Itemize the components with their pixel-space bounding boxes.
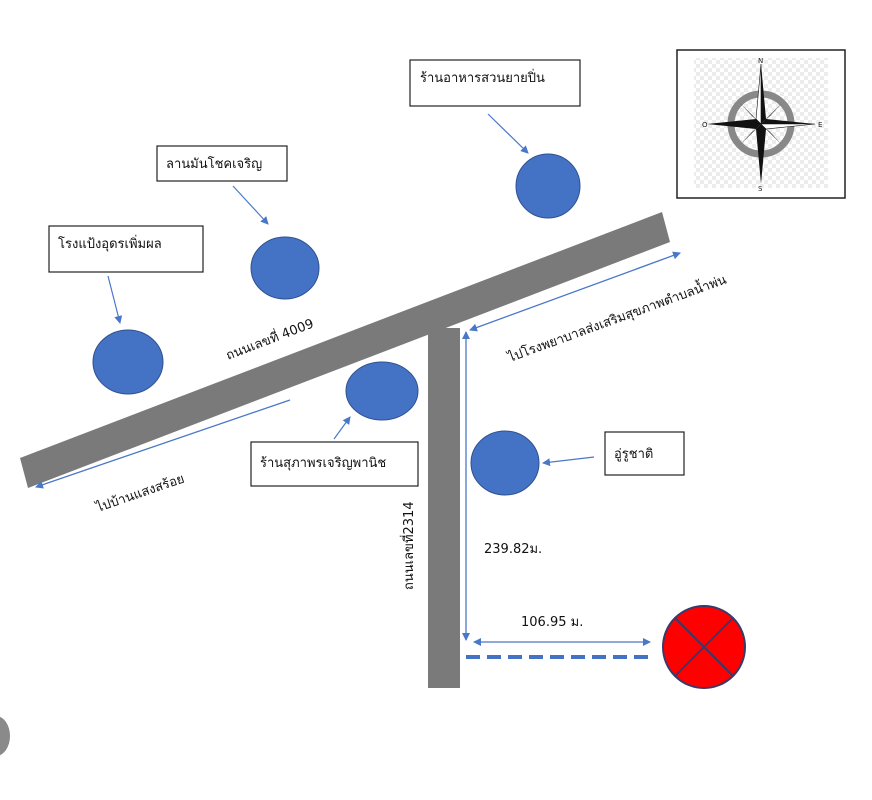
- place-label-restaurant: ร้านอาหารสวนยายปิ่น: [409, 59, 581, 107]
- corner-circle-button[interactable]: [0, 716, 10, 756]
- svg-text:โรงแป้งอุดรเพิ่มผล: โรงแป้งอุดรเพิ่มผล: [58, 235, 162, 252]
- svg-text:O: O: [702, 121, 708, 129]
- direction-west-label: ไปบ้านแสงสร้อย: [93, 471, 186, 516]
- place-label-cassava-yard: ลานมันโชคเจริญ: [156, 145, 288, 182]
- place-marker-garage: [470, 430, 540, 496]
- pointer-restaurant: [487, 113, 529, 154]
- place-marker-store: [345, 361, 419, 421]
- pointer-starch-factory: [107, 275, 123, 324]
- road-2314-label: ถนนเลขที่2314: [400, 501, 417, 590]
- place-marker-restaurant: [515, 153, 581, 219]
- place-marker-starch-factory: [92, 329, 164, 395]
- distance-vertical-label: 239.82ม.: [484, 542, 542, 557]
- direction-east-arrow: [469, 251, 681, 332]
- distance-horizontal-label: 106.95 ม.: [521, 615, 583, 630]
- direction-west-arrow: [35, 399, 291, 489]
- pointer-cassava-yard: [232, 185, 269, 225]
- target-location-icon: [662, 605, 746, 689]
- svg-text:ร้านสุภาพรเจริญพานิช: ร้านสุภาพรเจริญพานิช: [260, 456, 386, 471]
- place-label-starch-factory: โรงแป้งอุดรเพิ่มผล: [48, 225, 204, 273]
- place-label-store: ร้านสุภาพรเจริญพานิช: [250, 441, 419, 487]
- pointer-store: [333, 416, 351, 440]
- svg-text:ลานมันโชคเจริญ: ลานมันโชคเจริญ: [166, 156, 262, 172]
- svg-text:S: S: [758, 185, 763, 193]
- compass-rose-icon: N S O E: [676, 49, 846, 199]
- svg-text:E: E: [818, 121, 822, 129]
- road-2314: [428, 328, 460, 688]
- pointer-garage: [542, 456, 595, 467]
- svg-text:อู่รูชาติ: อู่รูชาติ: [614, 447, 653, 462]
- place-marker-cassava-yard: [250, 236, 320, 300]
- place-label-garage: อู่รูชาติ: [604, 431, 685, 476]
- svg-text:ร้านอาหารสวนยายปิ่น: ร้านอาหารสวนยายปิ่น: [420, 69, 545, 86]
- svg-text:N: N: [758, 57, 763, 65]
